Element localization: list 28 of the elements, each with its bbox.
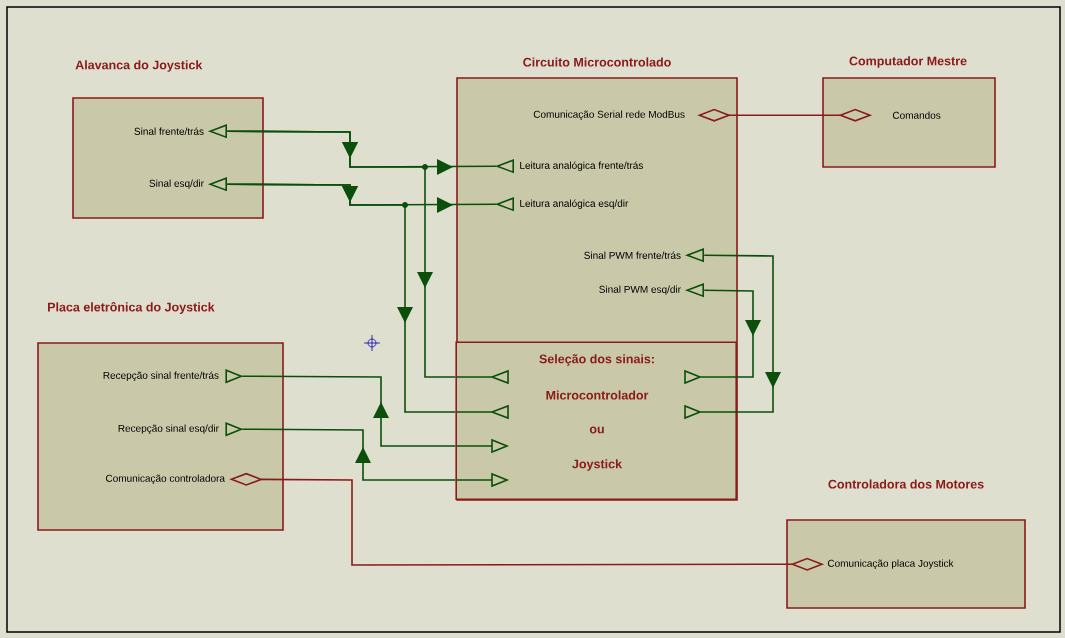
pin-label: Comunicação controladora [106,474,225,484]
connector [241,428,457,481]
pin-label: Comunicação placa Joystick [827,559,954,569]
pin-label: Leitura analógica esq/dir [520,199,629,209]
pin-label: Sinal esq/dir [149,179,204,189]
connector [226,183,457,413]
block-title: Computador Mestre [849,56,967,68]
connector [703,254,781,413]
block-title: Circuito Microcontrolado [523,57,671,67]
pin-label: Sinal PWM frente/trás [584,251,681,259]
pin-label: Sinal frente/trás [134,127,204,135]
pin-label: Recepção sinal esq/dir [118,424,219,434]
connector [226,130,457,378]
pin-label: Sinal PWM esq/dir [599,285,681,295]
selector-box: Seleção dos sinais: Microcontrolador ou Joystick [455,341,737,500]
connector [703,289,761,378]
pin-label: Leitura analógica frente/trás [520,161,643,171]
node-label: Microcontrolador [546,390,649,400]
connector [241,375,457,447]
block-title: Placa eletrônica do Joystick [48,302,215,314]
pin-label: Comunicação Serial rede ModBus [533,110,685,120]
pin-label: Comandos [892,111,941,119]
node-label: Seleção dos sinais: [539,354,654,366]
pin-label: Recepção sinal frente/trás [103,371,219,381]
node-label: Joystick [572,459,623,471]
block-title: Alavanca do Joystick [75,60,203,72]
block-title: Controladora dos Motores [828,479,984,489]
node-label: ou [589,426,604,434]
